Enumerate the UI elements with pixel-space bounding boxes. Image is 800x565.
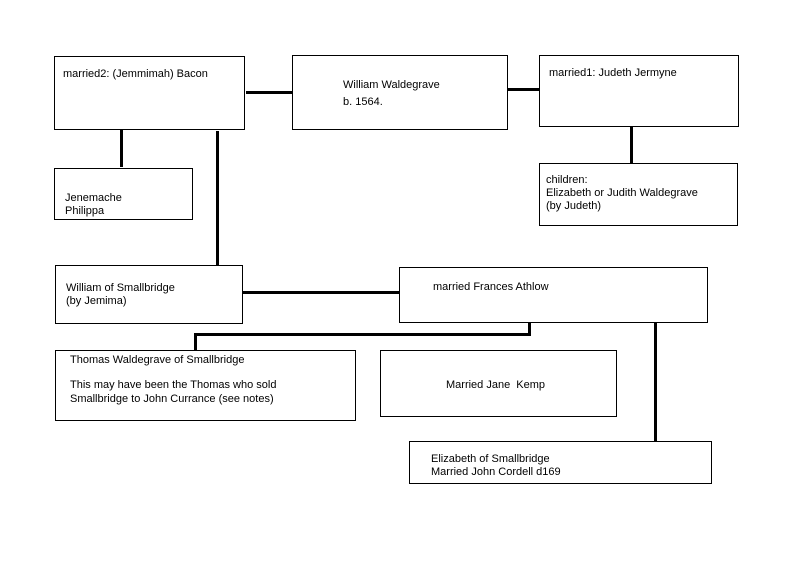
children-heading: children: [546, 174, 588, 186]
connector-wife2-william [246, 91, 293, 94]
thomas-name: Thomas Waldegrave of Smallbridge [70, 354, 245, 366]
box-children-judeth: children: Elizabeth or Judith Waldegrave… [539, 163, 738, 226]
box-wife1-jermyne: married1: Judeth Jermyne [539, 55, 739, 127]
william-birth: b. 1564. [343, 96, 383, 108]
connector-william-wife1 [507, 88, 539, 91]
connector-wife2-daughters [120, 129, 123, 167]
connector-wife1-children [630, 127, 633, 163]
box-william-waldegrave: William Waldegrave b. 1564. [292, 55, 508, 130]
elizabeth-marriage: Married John Cordell d169 [431, 466, 561, 478]
wife1-name: married1: Judeth Jermyne [549, 67, 677, 79]
box-wife2-bacon: married2: (Jemmimah) Bacon [54, 56, 245, 130]
box-jane-kemp: Married Jane Kemp [380, 350, 617, 417]
william-smallbridge-name: William of Smallbridge [66, 282, 175, 294]
connector-frances-elizabeth [654, 322, 657, 441]
william-name: William Waldegrave [343, 79, 440, 91]
daughter-philippa: Philippa [65, 205, 105, 217]
box-frances-athlow: married Frances Athlow [399, 267, 708, 323]
elizabeth-name: Elizabeth of Smallbridge [431, 453, 550, 465]
connector-children-bar [194, 333, 531, 336]
thomas-note-line1: This may have been the Thomas who sold [70, 379, 277, 391]
connector-thomas-up [194, 333, 197, 351]
connector-frances-down [528, 322, 531, 335]
thomas-note-line2: Smallbridge to John Currance (see notes) [70, 393, 274, 405]
box-thomas-waldegrave: Thomas Waldegrave of Smallbridge This ma… [55, 350, 356, 421]
children-elizabeth-judith: Elizabeth or Judith Waldegrave [546, 187, 698, 199]
box-william-of-smallbridge: William of Smallbridge (by Jemima) [55, 265, 243, 324]
jane-name: Married Jane Kemp [446, 379, 546, 391]
connector-wife2-william-smallbridge [216, 131, 219, 266]
daughter-jenemache: Jenemache [65, 192, 122, 204]
connector-william-smallbridge-frances [242, 291, 399, 294]
box-elizabeth-of-smallbridge: Elizabeth of Smallbridge Married John Co… [409, 441, 712, 484]
frances-name: married Frances Athlow [433, 281, 549, 293]
wife2-name: married2: (Jemmimah) Bacon [63, 68, 208, 80]
children-by-judeth: (by Judeth) [546, 200, 602, 212]
william-smallbridge-mother: (by Jemima) [66, 295, 127, 307]
box-daughters-bacon: Jenemache Philippa [54, 168, 193, 220]
